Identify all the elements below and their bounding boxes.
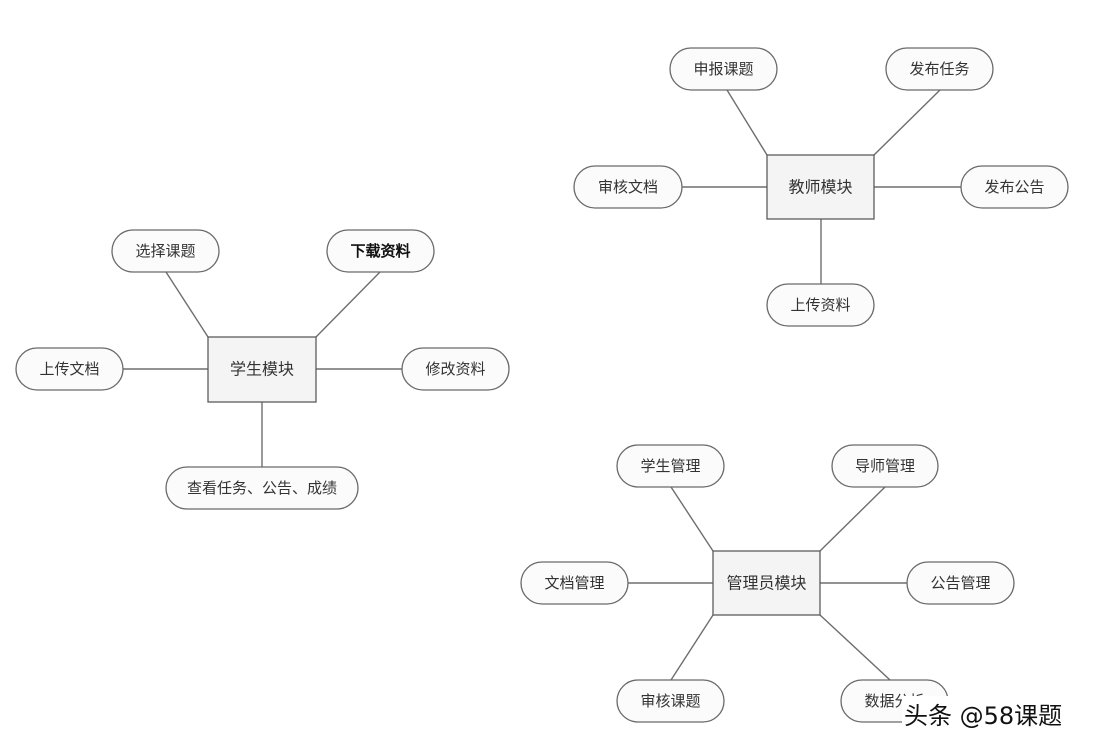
teacher-item-declare-topic <box>669 47 778 91</box>
admin-module-title: 管理员模块 <box>726 574 806 593</box>
watermark: 头条 @58课题 <box>904 702 1062 730</box>
teacher-item-label: 申报课题 <box>693 60 753 78</box>
student-item-edit-info <box>401 347 510 391</box>
teacher-item-label: 上传资料 <box>790 296 850 314</box>
student-module-box <box>207 336 317 403</box>
admin-module-box <box>712 550 821 616</box>
connector <box>315 271 381 338</box>
teacher-item-label: 发布公告 <box>984 178 1044 196</box>
teacher-item-publish-notice <box>960 165 1069 209</box>
student-item-label: 下载资料 <box>350 242 410 260</box>
teacher-module-group: 教师模块 申报课题 发布任务 审核文档 发布公告 上传资料 <box>573 47 1069 327</box>
teacher-item-label: 发布任务 <box>909 60 969 78</box>
connector <box>726 89 768 156</box>
admin-item-advisor-mgmt <box>831 444 939 488</box>
admin-item-review-topic <box>616 679 725 723</box>
teacher-item-publish-task <box>885 47 994 91</box>
connector <box>873 89 941 156</box>
student-item-label: 选择课题 <box>135 242 195 260</box>
admin-item-notice-mgmt <box>906 561 1015 605</box>
teacher-module-box <box>766 154 875 220</box>
student-item-download <box>326 229 435 273</box>
admin-item-doc-mgmt <box>520 561 629 605</box>
connector <box>165 271 209 338</box>
connector <box>819 486 886 552</box>
teacher-item-label: 审核文档 <box>598 178 658 196</box>
teacher-module-title: 教师模块 <box>788 178 852 197</box>
connector <box>670 614 714 681</box>
connector <box>819 614 891 681</box>
student-item-label: 修改资料 <box>425 360 485 378</box>
admin-item-label: 导师管理 <box>855 457 915 475</box>
student-item-view-tasks <box>165 466 359 510</box>
student-item-select-topic <box>111 229 220 273</box>
student-item-label: 上传文档 <box>39 360 99 378</box>
teacher-item-review-doc <box>573 165 683 209</box>
admin-item-label: 文档管理 <box>544 574 604 592</box>
admin-item-student-mgmt <box>616 444 725 488</box>
student-item-upload-doc <box>15 347 124 391</box>
admin-item-label: 审核课题 <box>640 692 700 710</box>
student-module-group: 学生模块 选择课题 下载资料 上传文档 修改资料 查看任务、公告、成绩 <box>15 229 510 510</box>
student-item-label: 查看任务、公告、成绩 <box>187 479 337 497</box>
student-module-title: 学生模块 <box>230 360 294 379</box>
admin-item-label: 公告管理 <box>930 574 990 592</box>
admin-item-label: 学生管理 <box>640 457 700 475</box>
watermark-background <box>902 696 1102 734</box>
connector <box>670 486 714 552</box>
admin-module-group: 管理员模块 学生管理 导师管理 文档管理 公告管理 审核课题 数据分析 <box>520 444 1015 723</box>
teacher-item-upload-material <box>766 283 875 327</box>
